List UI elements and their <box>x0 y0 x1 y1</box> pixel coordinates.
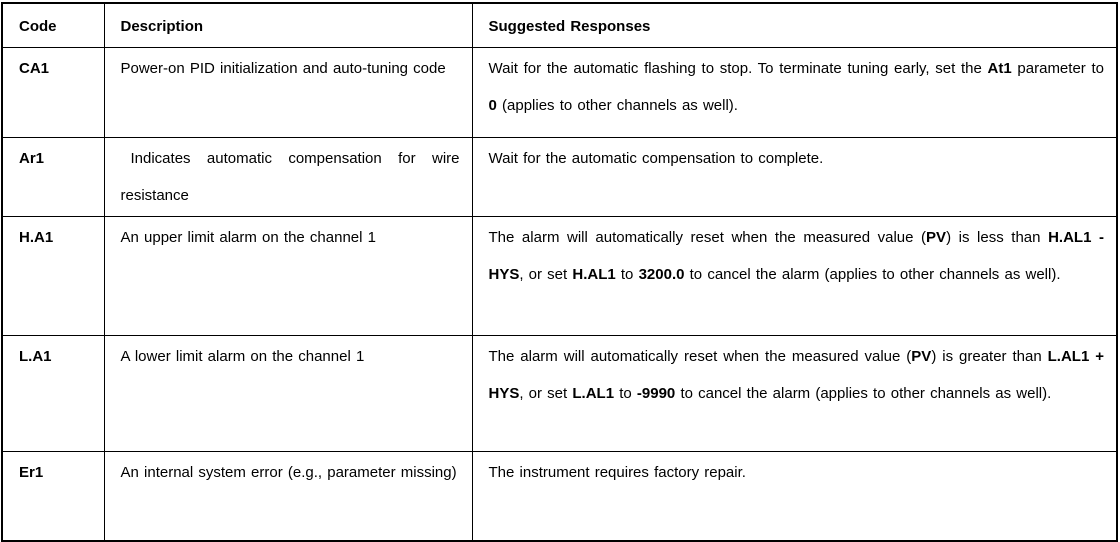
bold-text: L.AL1 <box>572 385 615 402</box>
text: ) is less than <box>946 229 1049 246</box>
table-header-row: Code Description Suggested Responses <box>1 2 1118 48</box>
description-cell: An upper limit alarm on the channel 1 <box>103 216 473 336</box>
response-cell: Wait for the automatic compensation to c… <box>471 137 1118 217</box>
bold-text: PV <box>911 348 932 365</box>
table-row: Ar1 Indicates automatic compensation for … <box>1 137 1118 217</box>
bold-text: 0 <box>488 97 497 114</box>
code-cell: H.A1 <box>1 216 105 336</box>
text: The instrument requires factory repair. <box>488 464 746 481</box>
text: , or set <box>519 266 573 283</box>
table-header: Code Description Suggested Responses <box>1 2 1118 48</box>
column-header-code: Code <box>1 2 105 48</box>
table-row: CA1 Power-on PID initialization and auto-… <box>1 47 1118 138</box>
bold-text: -9990 <box>636 385 676 402</box>
response-cell: Wait for the automatic flashing to stop.… <box>471 47 1118 138</box>
text: (applies to other channels as well). <box>496 97 738 114</box>
text: , or set <box>519 385 573 402</box>
table-row: H.A1 An upper limit alarm on the channel … <box>1 216 1118 336</box>
code-cell: Ar1 <box>1 137 105 217</box>
table-row: Er1 An internal system error (e.g., param… <box>1 451 1118 541</box>
response-cell: The alarm will automatically reset when … <box>471 216 1118 336</box>
text: Indicates automatic compensation for wir… <box>120 150 460 204</box>
description-cell: A lower limit alarm on the channel 1 <box>103 335 473 452</box>
text: Power-on PID initialization and auto-tun… <box>120 60 446 77</box>
column-header-suggested-responses: Suggested Responses <box>471 2 1118 48</box>
text: parameter to <box>1011 60 1104 77</box>
bold-text: H.AL1 - HYS <box>488 229 1105 283</box>
text: An upper limit alarm on the channel 1 <box>120 229 376 246</box>
text: An internal system error (e.g., paramete… <box>120 464 457 481</box>
bold-text: PV <box>926 229 947 246</box>
description-cell: Power-on PID initialization and auto-tun… <box>103 47 473 138</box>
text: to cancel the alarm (applies to other ch… <box>675 385 1052 402</box>
text: ) is greater than <box>931 348 1048 365</box>
bold-text: 3200.0 <box>638 266 685 283</box>
text: to <box>615 266 639 283</box>
response-cell: The instrument requires factory repair. <box>471 451 1118 541</box>
code-cell: L.A1 <box>1 335 105 452</box>
table-body: CA1 Power-on PID initialization and auto-… <box>1 47 1118 541</box>
bold-text: H.AL1 <box>572 266 616 283</box>
table-row: L.A1 A lower limit alarm on the channel 1… <box>1 335 1118 452</box>
text: Wait for the automatic flashing to stop.… <box>488 60 988 77</box>
text: The alarm will automatically reset when … <box>488 229 927 246</box>
text: to <box>614 385 637 402</box>
bold-text: L.AL1 + HYS <box>488 348 1105 402</box>
text: to cancel the alarm (applies to other ch… <box>684 266 1061 283</box>
text: Wait for the automatic compensation to c… <box>488 150 824 167</box>
text: A lower limit alarm on the channel 1 <box>120 348 365 365</box>
description-cell: An internal system error (e.g., paramete… <box>103 451 473 541</box>
bold-text: At1 <box>987 60 1012 77</box>
column-header-description: Description <box>103 2 473 48</box>
description-cell: Indicates automatic compensation for wir… <box>103 137 473 217</box>
code-cell: Er1 <box>1 451 105 541</box>
code-cell: CA1 <box>1 47 105 138</box>
response-cell: The alarm will automatically reset when … <box>471 335 1118 452</box>
text: The alarm will automatically reset when … <box>488 348 912 365</box>
